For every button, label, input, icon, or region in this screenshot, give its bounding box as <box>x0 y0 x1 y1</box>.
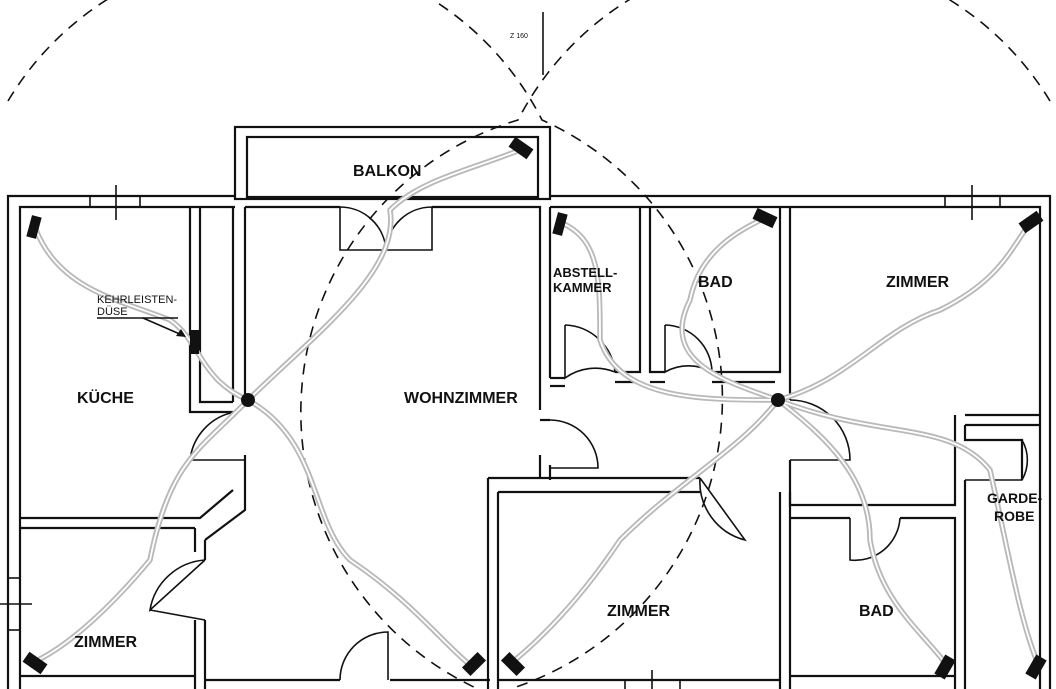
labels: Z 160 BALKON KÜCHE KEHRLEISTEN- DÜSE WOH… <box>74 33 1043 651</box>
room-label-garde-line2: ROBE <box>994 508 1034 524</box>
outlet-garderobe <box>1025 654 1047 680</box>
outlet-bad-bottom <box>934 654 956 680</box>
outlet-balkon <box>508 136 534 160</box>
walls <box>0 125 1052 689</box>
wall-socket-left <box>241 393 255 407</box>
room-label-wohnzimmer: WOHNZIMMER <box>404 390 518 407</box>
radius-arc-left <box>7 0 724 689</box>
vacuum-hoses <box>31 147 1041 668</box>
wall-socket-right <box>771 393 785 407</box>
outlet-bad-top <box>752 207 778 229</box>
room-label-balkon: BALKON <box>353 163 421 180</box>
hose-paths-inner <box>33 149 1039 666</box>
kehrleisten-leader <box>97 317 186 337</box>
outlet-zimmer-left <box>22 651 48 675</box>
suction-radius-arcs <box>7 0 1051 689</box>
kehrleisten-duese <box>190 330 199 354</box>
room-label-zimmer-bottom-left: ZIMMER <box>74 634 138 651</box>
outlet-zimmer-bottom <box>500 651 526 677</box>
vacuum-outlets <box>22 136 1047 680</box>
kehrleisten-label-line1: KEHRLEISTEN- <box>97 294 177 306</box>
outlet-abstellkammer <box>552 212 568 236</box>
room-label-bad-bottom: BAD <box>859 603 894 620</box>
room-label-abstell-line1: ABSTELL- <box>553 265 617 280</box>
room-label-bad-top: BAD <box>698 274 733 291</box>
room-label-garde-line1: GARDE- <box>987 490 1043 506</box>
kehrleisten-label-line2: DÜSE <box>97 306 128 318</box>
room-label-kueche: KÜCHE <box>77 388 134 407</box>
scale-label: Z 160 <box>510 33 528 40</box>
outlet-kueche <box>26 215 42 239</box>
room-label-abstell-line2: KAMMER <box>553 280 612 295</box>
radius-arc-right <box>300 0 1051 689</box>
room-label-zimmer-bottom-middle: ZIMMER <box>607 603 671 620</box>
outlet-zimmer-top-right <box>1018 210 1044 234</box>
outlet-wohnzimmer <box>461 651 487 677</box>
room-label-zimmer-top-right: ZIMMER <box>886 274 950 291</box>
